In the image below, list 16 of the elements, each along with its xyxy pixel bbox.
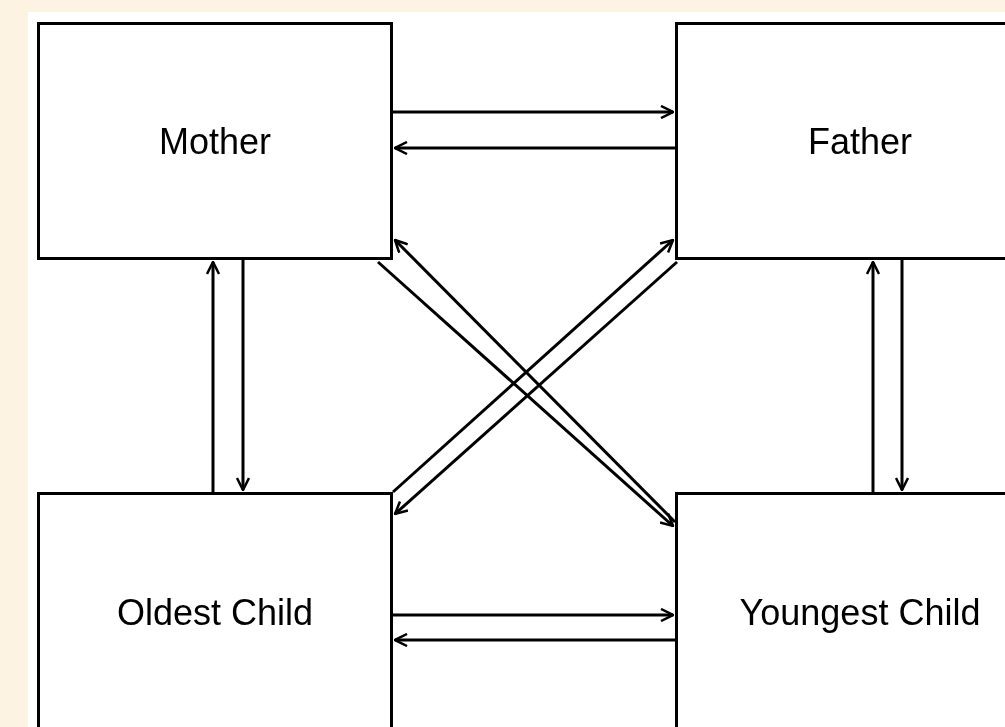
person-label: Father [807,121,912,163]
person-box [37,492,393,727]
person-box [675,22,1005,260]
arrow [865,260,881,492]
person-label: Youngest Child [739,592,981,634]
person-label: Oldest Child [116,592,314,634]
person-box [37,22,393,260]
arrow [235,260,251,492]
arrow [894,260,910,492]
person-box [675,492,1005,727]
arrow [205,260,221,492]
arrow [393,632,675,648]
arrow [393,104,675,120]
arrow [393,607,675,623]
arrow [393,140,675,156]
person-label: Mother [158,121,271,163]
